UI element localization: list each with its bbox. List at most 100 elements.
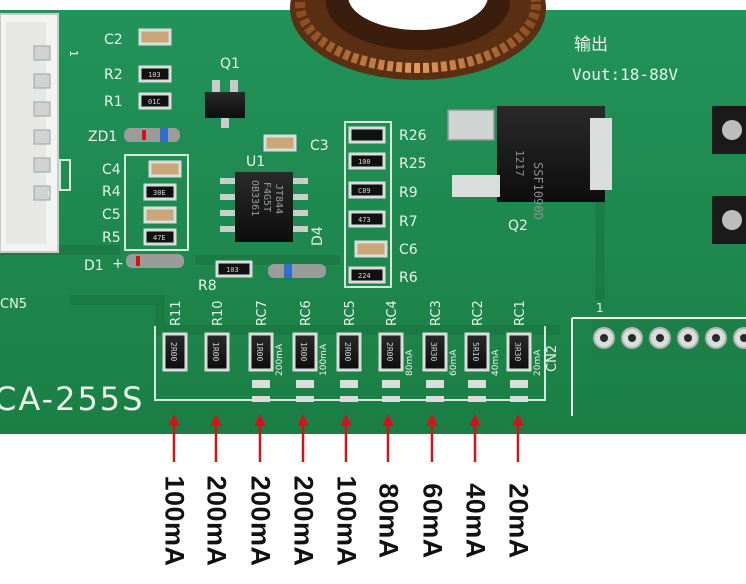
callout-8: 40mA <box>460 483 491 559</box>
svg-text:1: 1 <box>67 50 80 57</box>
svg-text:RC6: RC6 <box>299 300 314 326</box>
svg-text:D4: D4 <box>310 226 326 246</box>
svg-text:C89: C89 <box>358 187 371 195</box>
svg-text:D1: D1 <box>84 258 104 274</box>
svg-text:SSF1090D: SSF1090D <box>531 162 545 220</box>
svg-text:RC4: RC4 <box>385 300 400 326</box>
svg-text:2R00: 2R00 <box>169 342 178 361</box>
svg-text:R4: R4 <box>102 184 121 200</box>
arrow-1 <box>168 414 180 462</box>
svg-text:Q1: Q1 <box>220 56 240 72</box>
callout-6: 80mA <box>373 483 404 559</box>
svg-text:1R00: 1R00 <box>255 342 264 361</box>
arrow-2 <box>210 414 222 462</box>
svg-text:R25: R25 <box>399 156 427 172</box>
svg-text:200mA: 200mA <box>275 343 285 376</box>
svg-text:473: 473 <box>358 216 371 224</box>
svg-text:20mA: 20mA <box>533 349 543 376</box>
svg-text:RC1: RC1 <box>513 300 528 326</box>
left-connector <box>0 13 59 253</box>
arrow-5 <box>340 414 352 462</box>
svg-text:CN5: CN5 <box>0 297 27 312</box>
svg-text:224: 224 <box>358 272 371 280</box>
svg-text:5R10: 5R10 <box>471 342 480 361</box>
svg-text:C3: C3 <box>310 138 329 154</box>
svg-text:C2: C2 <box>104 32 123 48</box>
cn2-header-pads <box>571 317 746 416</box>
cn2-label: CN2 <box>545 345 560 372</box>
svg-text:100: 100 <box>358 158 371 166</box>
arrow-7 <box>426 414 438 462</box>
svg-text:R10: R10 <box>211 300 226 326</box>
svg-text:R8: R8 <box>198 278 217 294</box>
board-model: CA-255S <box>0 380 144 418</box>
ic-u1: OB3361 F4G5T JT844 <box>220 172 308 242</box>
svg-text:100mA: 100mA <box>319 343 329 376</box>
callout-7: 60mA <box>417 483 448 559</box>
svg-text:OB3361: OB3361 <box>249 180 260 216</box>
svg-text:3R30: 3R30 <box>513 342 522 361</box>
svg-text:80mA: 80mA <box>405 349 415 376</box>
smd-capacitors <box>138 28 388 258</box>
svg-text:U1: U1 <box>246 154 265 170</box>
svg-text:RC7: RC7 <box>255 300 270 326</box>
svg-text:2R00: 2R00 <box>343 342 352 361</box>
svg-text:R2: R2 <box>104 67 123 83</box>
svg-text:60mA: 60mA <box>449 349 459 376</box>
svg-text:R11: R11 <box>169 300 184 326</box>
arrow-4 <box>297 414 309 462</box>
svg-text:C5: C5 <box>102 207 121 223</box>
svg-text:R7: R7 <box>399 214 418 230</box>
svg-text:Q2: Q2 <box>508 218 528 234</box>
smd-resistors-upper <box>138 65 386 284</box>
silkscreen-designators: C2 R2 R1 Q1 ZD1 C4 R4 C5 R5 D1 + U1 R8 C… <box>0 32 604 315</box>
resistor-row-designators: R11 R10 RC7 RC6 RC5 RC4 RC3 RC2 RC1 <box>169 300 528 326</box>
arrow-9 <box>512 414 524 462</box>
svg-text:F4G5T: F4G5T <box>261 182 272 212</box>
arrow-6 <box>382 414 394 462</box>
arrow-3 <box>254 414 266 462</box>
svg-text:1: 1 <box>596 301 604 315</box>
output-title: 输出 <box>574 35 608 55</box>
svg-text:1R00: 1R00 <box>211 342 220 361</box>
output-voltage-label: Vout:18-88V <box>572 65 678 84</box>
callout-9: 20mA <box>503 483 534 559</box>
svg-text:ZD1: ZD1 <box>88 129 117 145</box>
svg-text:RC2: RC2 <box>471 300 486 326</box>
mosfet-q2: SSF1090D 1217 <box>447 106 612 220</box>
current-set-resistor-row: 2R00 1R00 1R00 1R00 2R00 2R00 3R30 5R10 … <box>162 332 532 402</box>
svg-text:JT844: JT844 <box>273 184 284 214</box>
svg-text:01C: 01C <box>148 98 161 106</box>
svg-text:RC5: RC5 <box>343 300 358 326</box>
svg-text:C4: C4 <box>102 162 121 178</box>
svg-text:3R30: 3R30 <box>429 342 438 361</box>
diodes <box>124 128 326 278</box>
callout-5: 100mA <box>331 475 362 567</box>
svg-text:103: 103 <box>226 266 239 274</box>
svg-text:2R00: 2R00 <box>385 342 394 361</box>
svg-text:R26: R26 <box>399 128 427 144</box>
svg-text:+: + <box>112 256 124 272</box>
transistor-q1 <box>205 80 245 128</box>
svg-text:1217: 1217 <box>513 150 526 177</box>
output-terminals <box>712 106 746 244</box>
svg-text:30E: 30E <box>153 189 166 197</box>
callout-3: 200mA <box>245 475 276 567</box>
svg-text:40mA: 40mA <box>491 349 501 376</box>
red-arrows <box>168 414 524 462</box>
svg-text:R9: R9 <box>399 185 418 201</box>
svg-text:RC3: RC3 <box>429 300 444 326</box>
svg-text:1R00: 1R00 <box>299 342 308 361</box>
svg-text:C6: C6 <box>399 242 418 258</box>
svg-text:9: 9 <box>45 190 58 197</box>
callout-1: 100mA <box>159 475 190 567</box>
inductor-coil <box>290 0 546 80</box>
svg-text:R6: R6 <box>399 270 418 286</box>
svg-text:47E: 47E <box>153 234 166 242</box>
svg-text:103: 103 <box>148 71 161 79</box>
arrow-8 <box>469 414 481 462</box>
callout-2: 200mA <box>201 475 232 567</box>
svg-text:R1: R1 <box>104 94 123 110</box>
